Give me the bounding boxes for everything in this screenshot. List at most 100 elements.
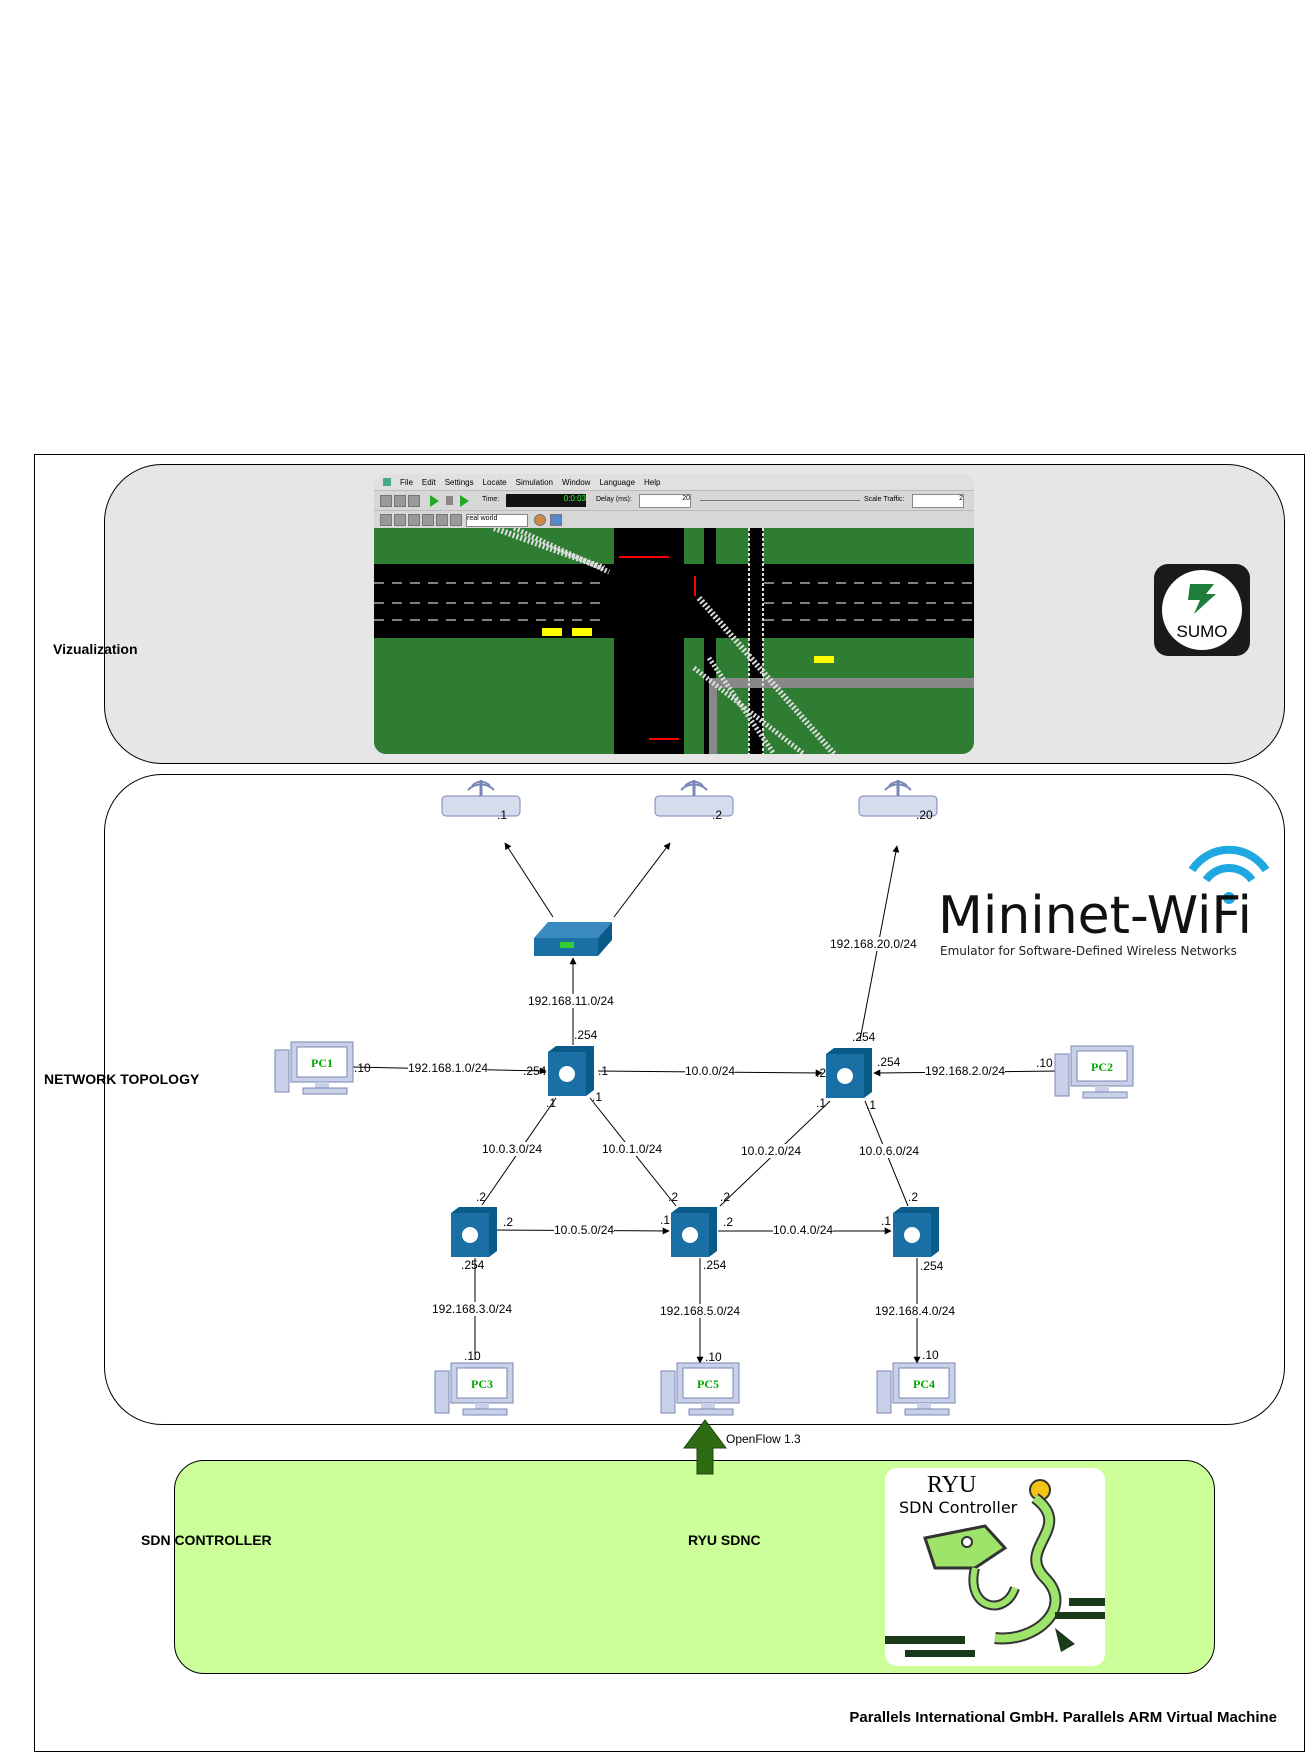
- s2-ip-top: .254: [852, 1030, 876, 1044]
- menu-help[interactable]: Help: [644, 477, 661, 487]
- pc4-ip: .10: [922, 1348, 939, 1362]
- simulation-canvas[interactable]: [374, 528, 974, 754]
- settings-icon[interactable]: [550, 514, 562, 526]
- openflow-arrow: [683, 1419, 727, 1475]
- pc2-label: PC2: [1091, 1060, 1113, 1074]
- switch-s4: S4: [893, 1207, 939, 1257]
- stop-icon[interactable]: [446, 496, 453, 505]
- menu-language[interactable]: Language: [599, 477, 636, 487]
- sumo-app-icon: [383, 478, 391, 486]
- net-10-0-3: 10.0.3.0/24: [482, 1142, 543, 1156]
- s5-ip-right: .2: [723, 1215, 734, 1229]
- net-192-168-1: 192.168.1.0/24: [408, 1061, 489, 1075]
- view-scheme-select[interactable]: real world: [466, 514, 528, 527]
- sumo-logo: SUMO: [1154, 564, 1250, 656]
- sumo-road-icon: [1188, 584, 1216, 614]
- s2-ip-left: .2: [816, 1066, 827, 1080]
- play-icon[interactable]: [430, 495, 439, 507]
- time-label: Time:: [482, 496, 500, 503]
- close-sim-icon[interactable]: [408, 495, 420, 507]
- mininet-wifi-title: Mininet-WiFi: [938, 886, 1253, 946]
- sumo-toolbar-main: Time: 0:0:03 Delay (ms): 20 Scale Traffi…: [374, 490, 974, 511]
- color-wheel-icon[interactable]: [534, 514, 546, 526]
- switch-s1: S1: [548, 1046, 594, 1096]
- net-10-0-2: 10.0.2.0/24: [741, 1144, 802, 1158]
- visualization-label: Vizualization: [53, 641, 138, 657]
- ryu-sdnc-label: RYU SDNC: [688, 1532, 761, 1548]
- net-10-0-1: 10.0.1.0/24: [602, 1142, 663, 1156]
- pc1-ip: .10: [354, 1061, 371, 1075]
- pc3: PC3: [434, 1362, 514, 1416]
- ryu-logo: RYU SDN Controller: [885, 1468, 1105, 1666]
- s1-ip-top: .254: [574, 1028, 598, 1042]
- tooltip-icon[interactable]: [436, 514, 448, 526]
- sumo-menubar: File Edit Settings Locate Simulation Win…: [374, 474, 974, 490]
- open-icon[interactable]: [380, 495, 392, 507]
- screenshot-icon[interactable]: [450, 514, 462, 526]
- ryu-logo-title: RYU: [927, 1472, 977, 1498]
- zoom-icon[interactable]: [394, 514, 406, 526]
- scale-traffic-input[interactable]: 2: [912, 494, 964, 508]
- s5-ip-left: .1: [660, 1213, 671, 1227]
- delay-input[interactable]: 20: [639, 494, 691, 508]
- pc1-label: PC1: [311, 1056, 333, 1070]
- net-192-168-5: 192.168.5.0/24: [660, 1304, 741, 1318]
- pc2: PC2: [1054, 1045, 1134, 1099]
- pc1: PC1: [274, 1041, 354, 1095]
- menu-locate[interactable]: Locate: [482, 477, 507, 487]
- net-10-0-0: 10.0.0/24: [685, 1064, 736, 1078]
- s2-ip-br: .1: [866, 1098, 877, 1112]
- s2-ip-bl: .1: [816, 1096, 827, 1110]
- pc5-label: PC5: [697, 1377, 719, 1391]
- locate-icon[interactable]: [408, 514, 420, 526]
- s1-ip-left: .254: [523, 1064, 547, 1078]
- menu-file[interactable]: File: [400, 477, 413, 487]
- sdn-controller-label: SDN CONTROLLER: [141, 1532, 272, 1548]
- pc2-ip: .10: [1036, 1056, 1053, 1070]
- delay-slider[interactable]: [700, 500, 860, 501]
- switch-s3-label: S3: [464, 1230, 476, 1242]
- net-192-168-20: 192.168.20.0/24: [830, 937, 917, 951]
- menu-simulation[interactable]: Simulation: [515, 477, 553, 487]
- edit-icon[interactable]: [422, 514, 434, 526]
- net-192-168-11: 192.168.11.0/24: [528, 994, 614, 1008]
- recenter-icon[interactable]: [380, 514, 392, 526]
- pc4: PC4: [876, 1362, 956, 1416]
- s2-ip-right: .254: [877, 1055, 901, 1069]
- scale-traffic-label: Scale Traffic:: [864, 496, 905, 503]
- step-icon[interactable]: [460, 495, 469, 507]
- menu-window[interactable]: Window: [561, 477, 591, 487]
- s4-ip-top: .2: [908, 1190, 919, 1204]
- road-network: [374, 528, 974, 754]
- wifi-icon: [1188, 845, 1270, 904]
- mininet-wifi-subtitle: Emulator for Software-Defined Wireless N…: [940, 944, 1237, 958]
- switch-s1-label: S1: [561, 1069, 573, 1081]
- ap2-ip: .2: [712, 808, 723, 822]
- sumo-gui-window: File Edit Settings Locate Simulation Win…: [374, 474, 974, 754]
- net-10-0-5: 10.0.5.0/24: [554, 1223, 615, 1237]
- reload-icon[interactable]: [394, 495, 406, 507]
- net-10-0-6: 10.0.6.0/24: [859, 1144, 920, 1158]
- pc5-ip: .10: [705, 1350, 722, 1364]
- net-10-0-4: 10.0.4.0/24: [773, 1223, 834, 1237]
- s4-ip-bottom: .254: [920, 1259, 944, 1273]
- s3-ip-top: .2: [476, 1190, 487, 1204]
- ap1-ip: .1: [497, 808, 508, 822]
- switch-s2: S2: [826, 1048, 872, 1098]
- s1-ip-right: .1: [598, 1064, 609, 1078]
- s3-ip-bottom: .254: [461, 1258, 485, 1272]
- menu-settings[interactable]: Settings: [444, 477, 474, 487]
- switch-s5-label: S5: [684, 1230, 696, 1242]
- delay-label: Delay (ms):: [596, 496, 632, 503]
- time-display: 0:0:03: [506, 494, 586, 507]
- switch-s5: S5: [671, 1207, 717, 1257]
- pc5: PC5: [660, 1362, 740, 1416]
- ryu-logo-subtitle: SDN Controller: [899, 1498, 1018, 1517]
- pc3-label: PC3: [471, 1377, 493, 1391]
- menu-edit[interactable]: Edit: [421, 477, 436, 487]
- net-192-168-2: 192.168.2.0/24: [925, 1064, 1006, 1078]
- s5-ip-tr: .2: [720, 1190, 731, 1204]
- s5-ip-bottom: .254: [703, 1258, 727, 1272]
- l2-switch: [534, 922, 612, 956]
